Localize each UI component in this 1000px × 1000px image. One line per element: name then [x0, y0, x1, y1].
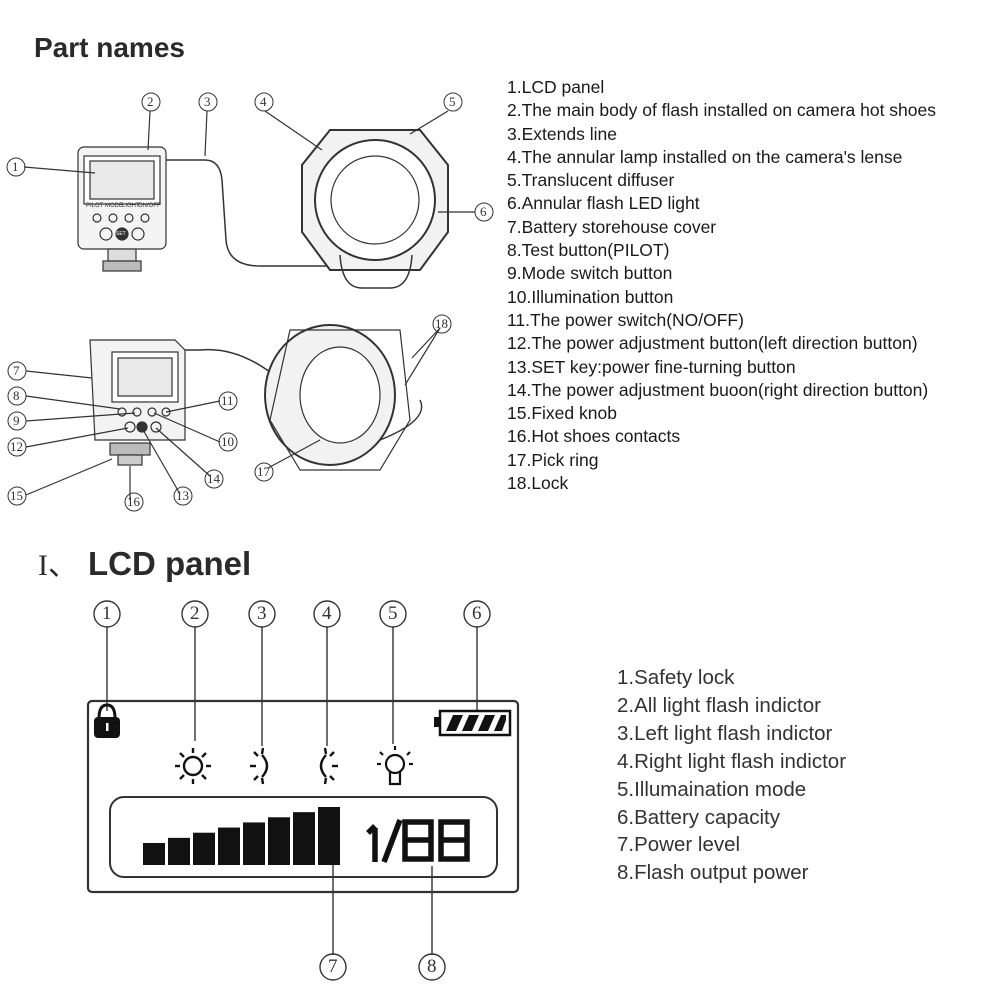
power-level-bar [193, 832, 215, 865]
power-level-bar [218, 827, 240, 865]
power-level-bar [293, 812, 315, 865]
callout-number: 6 [480, 204, 487, 219]
callout-number: 14 [207, 471, 220, 486]
list-item: 2.All light flash indictor [617, 693, 821, 717]
lcd-panel-frame [86, 699, 520, 894]
unit-label-mode: MODE [105, 203, 123, 209]
all-light-flash-icon [175, 748, 211, 784]
section-title-lcd-panel: I、 LCD panel [38, 540, 251, 584]
list-item: 13.SET key:power fine-turning button [507, 356, 796, 377]
list-item: 2.The main body of flash installed on ca… [507, 100, 936, 121]
callout-number: 16 [127, 494, 140, 509]
list-item: 3.Extends line [507, 123, 617, 144]
list-item: 8.Test button(PILOT) [507, 240, 670, 261]
callout-number: 12 [10, 439, 23, 454]
callout-number: 18 [435, 316, 448, 331]
section-title-text: LCD panel [88, 545, 252, 582]
callout-number: 7 [13, 363, 20, 378]
callout-number: 2 [147, 94, 154, 109]
lock-icon [94, 703, 120, 738]
power-level-bar [168, 837, 190, 865]
list-item: 16.Hot shoes contacts [507, 426, 681, 447]
power-level-bars [143, 807, 340, 865]
right-light-flash-icon [319, 747, 338, 785]
callout-number: 17 [257, 464, 270, 479]
power-level-bar [243, 822, 265, 865]
list-item: 1.LCD panel [507, 77, 605, 97]
flash-output-display [366, 819, 470, 863]
list-item: 17.Pick ring [507, 449, 599, 470]
list-item: 12.The power adjustment button(left dire… [507, 333, 918, 354]
unit-label-pilot: PILOT [86, 203, 104, 209]
list-item: 9.Mode switch button [507, 263, 673, 284]
list-item: 14.The power adjustment buoon(right dire… [507, 379, 929, 400]
section-number: I、 [38, 549, 78, 582]
list-item: 18.Lock [507, 473, 569, 494]
power-level-bar [143, 843, 165, 865]
callout-number: 4 [260, 94, 267, 109]
callout-number: 1 [12, 159, 19, 174]
callout-number: 11 [221, 393, 234, 408]
callout-number: 3 [204, 94, 211, 109]
list-item: 6.Annular flash LED light [507, 193, 700, 214]
list-item: 11.The power switch(NO/OFF) [507, 309, 744, 330]
unit-label-onoff: ON/OFF [138, 203, 161, 209]
list-item: 8.Flash output power [617, 861, 809, 885]
unit-label-set: SET [116, 231, 126, 237]
list-item: 3.Left light flash indictor [617, 721, 833, 745]
callout-number: 10 [221, 434, 234, 449]
list-item: 4.Right light flash indictor [617, 749, 847, 773]
section-title-part-names: Part names [34, 32, 185, 63]
lcd-readout-frame [109, 796, 498, 878]
list-item: 7.Battery storehouse cover [507, 216, 717, 237]
list-item: 15.Fixed knob [507, 403, 617, 424]
list-item: 5.Translucent diffuser [507, 170, 675, 191]
list-item: 5.Illumaination mode [617, 777, 807, 801]
callout-number: 15 [10, 488, 23, 503]
list-item: 4.The annular lamp installed on the came… [507, 146, 903, 167]
callout-number: 13 [176, 488, 189, 503]
callout-number: 9 [13, 413, 20, 428]
callout-number: 5 [449, 94, 456, 109]
power-level-bar [268, 817, 290, 865]
list-item: 10.Illumination button [507, 286, 674, 307]
unit-label-light: LIGHT [122, 203, 140, 209]
battery-icon [434, 709, 512, 737]
callout-number: 8 [13, 388, 20, 403]
list-item: 7.Power level [617, 833, 741, 857]
list-item: 6.Battery capacity [617, 805, 780, 829]
lcd-items-list: 1.Safety lock 2.All light flash indictor… [617, 664, 846, 887]
parts-list: 1.LCD panel 2.The main body of flash ins… [507, 76, 936, 495]
left-light-flash-icon [250, 747, 269, 785]
power-level-bar [318, 807, 340, 865]
illumination-bulb-icon [377, 746, 413, 786]
list-item: 1.Safety lock [617, 666, 735, 689]
